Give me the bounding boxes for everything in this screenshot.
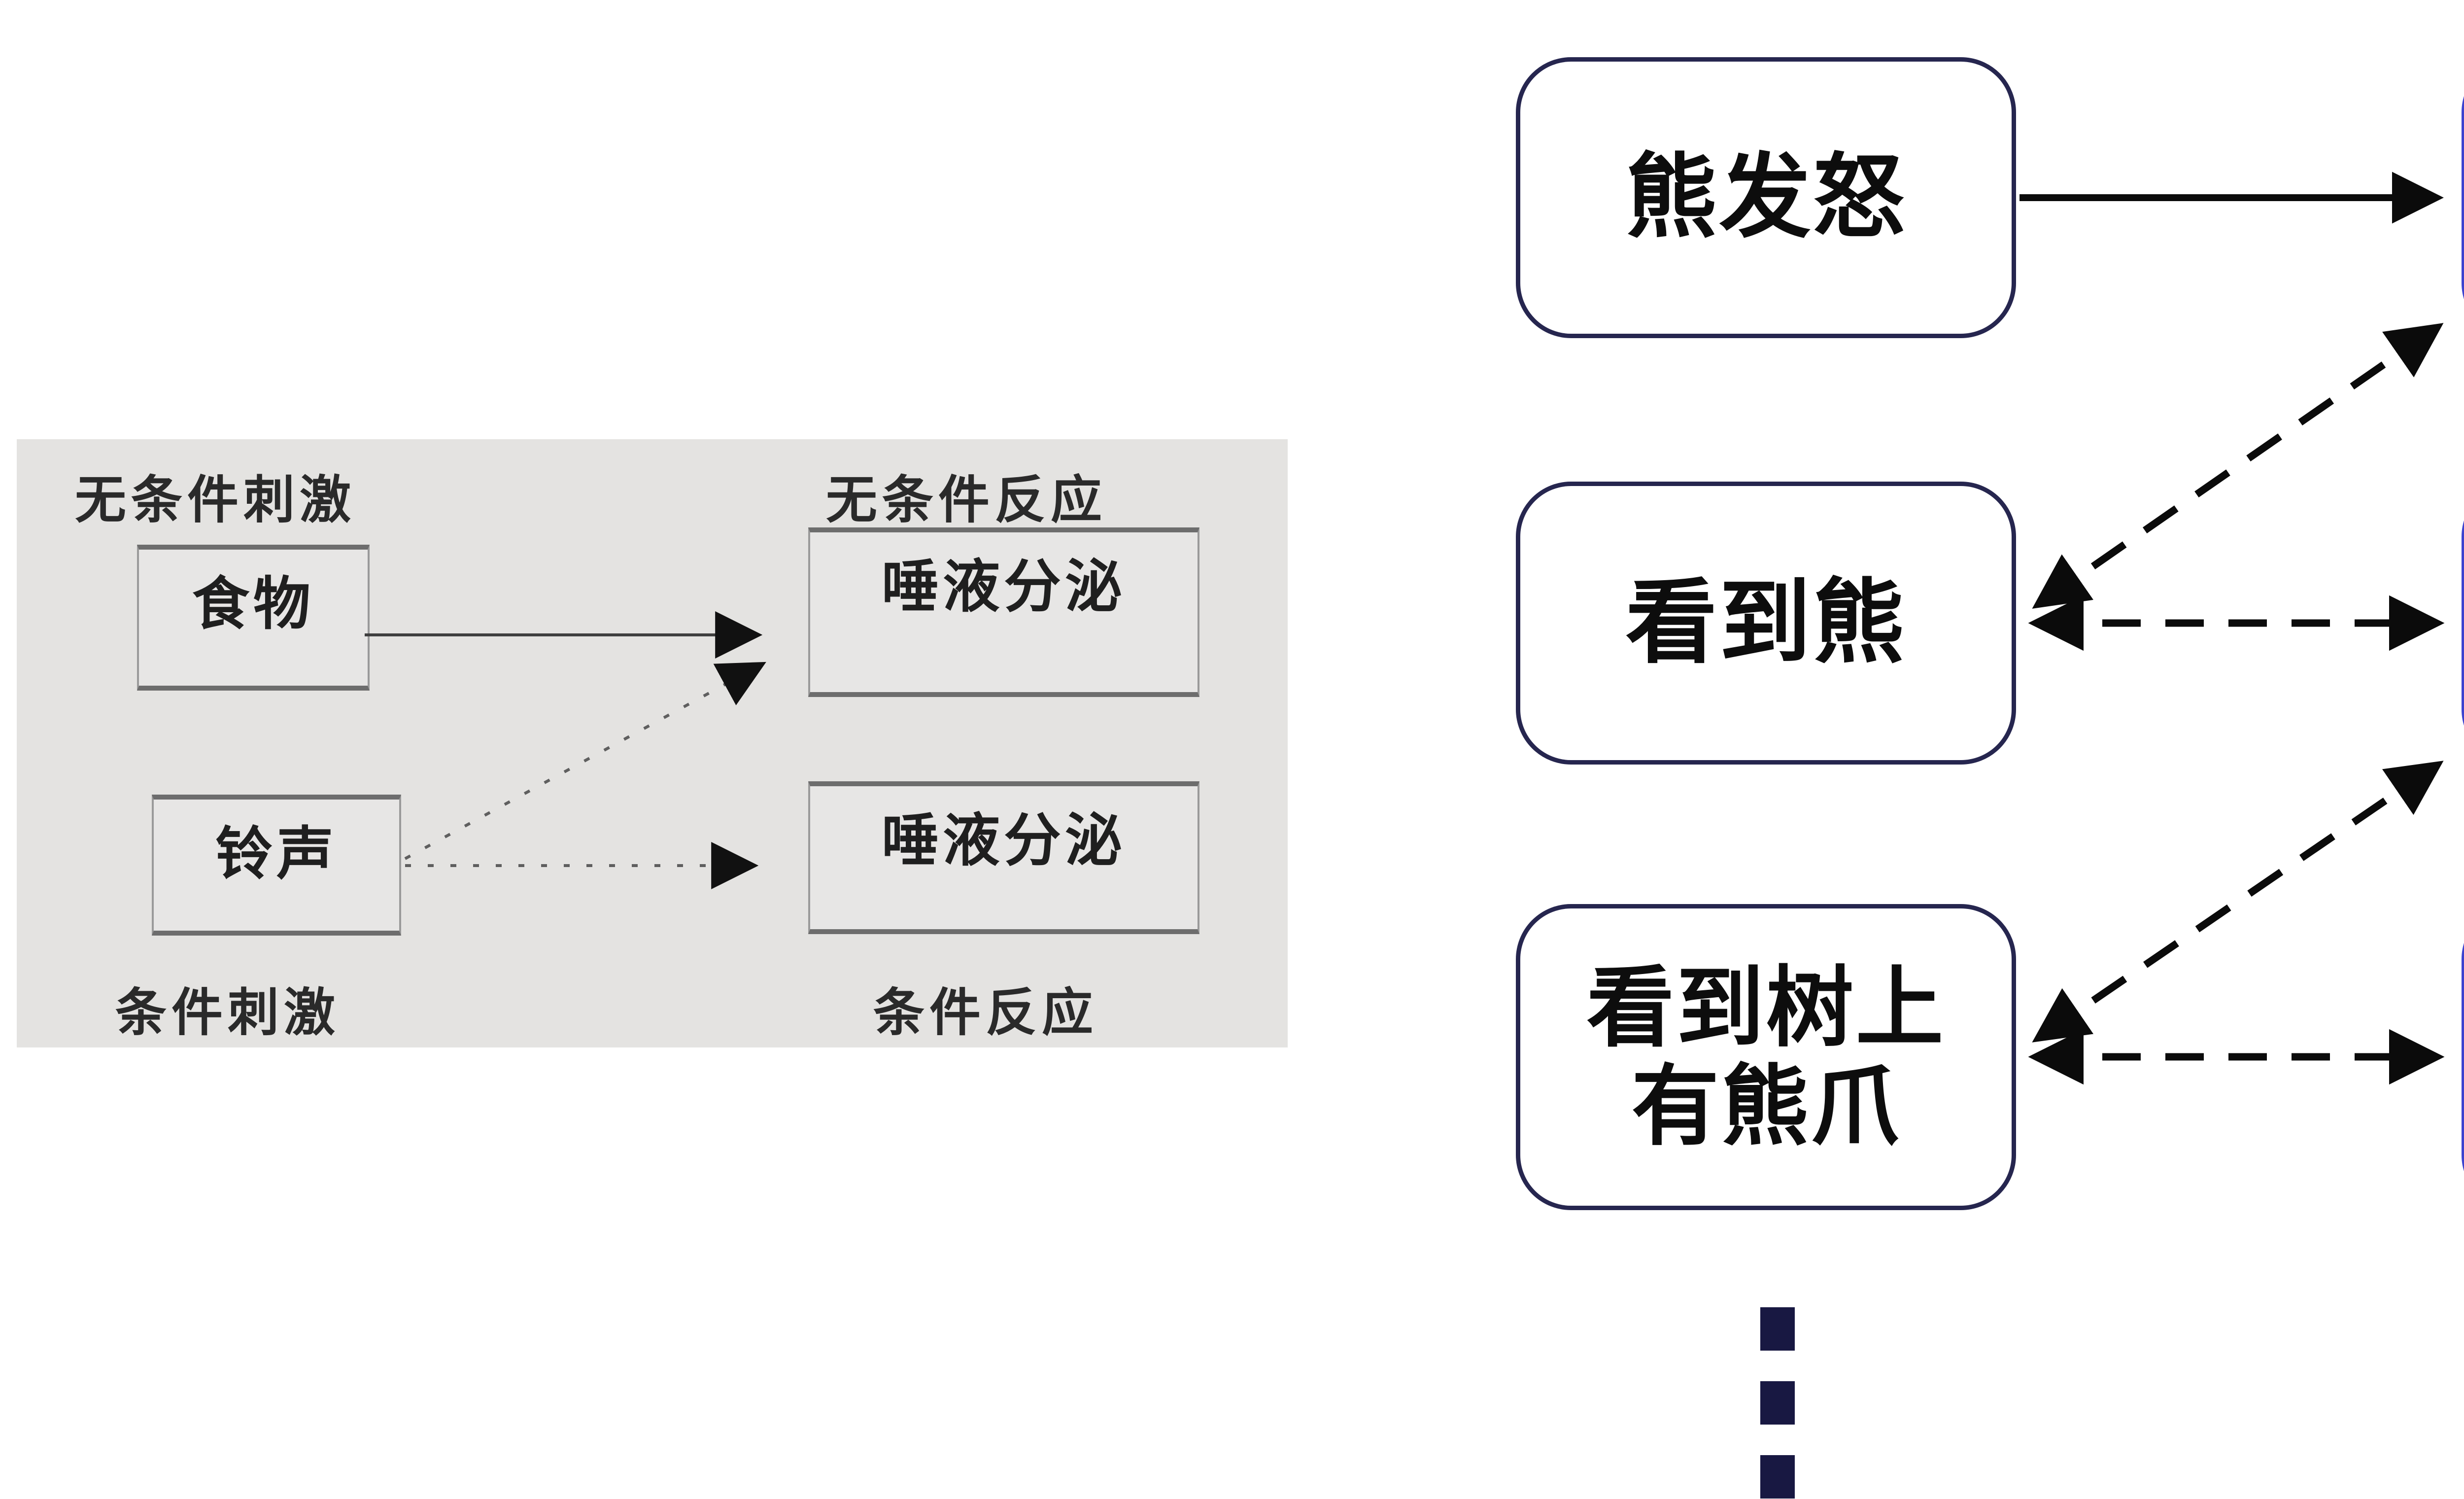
bell-box: 铃声 — [152, 795, 401, 936]
salivation-box-top: 唾液分泌 — [808, 527, 1199, 697]
bear-angry-box: 熊发怒 — [1516, 57, 2016, 338]
reward-box: 奖励 — [2462, 57, 2464, 338]
see-claw-label-line1: 看到树上 — [1586, 959, 1946, 1057]
rl-arrows — [2019, 172, 2445, 1085]
salivation-box-bottom: 唾液分泌 — [808, 781, 1199, 934]
label-unconditioned-response: 无条件反应 — [826, 472, 1107, 529]
ellipsis-dot — [1760, 1381, 1795, 1425]
see-claw-box: 看到树上 有熊爪 — [1516, 904, 2016, 1210]
food-box: 食物 — [137, 545, 370, 691]
classical-conditioning-panel: 无条件刺激 无条件反应 条件刺激 条件反应 食物 唾液分泌 铃声 唾液分泌 — [17, 439, 1288, 1047]
label-conditioned-stimulus: 条件刺激 — [115, 984, 341, 1042]
value-s-prime-box: V(s′) — [2462, 482, 2464, 765]
seeclaw-to-vsprime-dashed-arrow — [2032, 761, 2444, 1043]
ellipsis-left — [1760, 1307, 1795, 1499]
see-bear-box: 看到熊 — [1516, 482, 2016, 765]
ellipsis-dot — [1760, 1455, 1795, 1499]
value-s-box: V(s) — [2462, 904, 2464, 1210]
seebear-to-reward-dashed-arrow — [2032, 323, 2444, 609]
label-unconditioned-stimulus: 无条件刺激 — [75, 472, 356, 529]
ellipsis-dot — [1760, 1307, 1795, 1351]
bear-angry-label: 熊发怒 — [1625, 146, 1907, 248]
label-conditioned-response: 条件反应 — [873, 984, 1098, 1042]
see-bear-label: 看到熊 — [1625, 571, 1907, 674]
see-claw-label-line2: 有熊爪 — [1631, 1057, 1901, 1155]
